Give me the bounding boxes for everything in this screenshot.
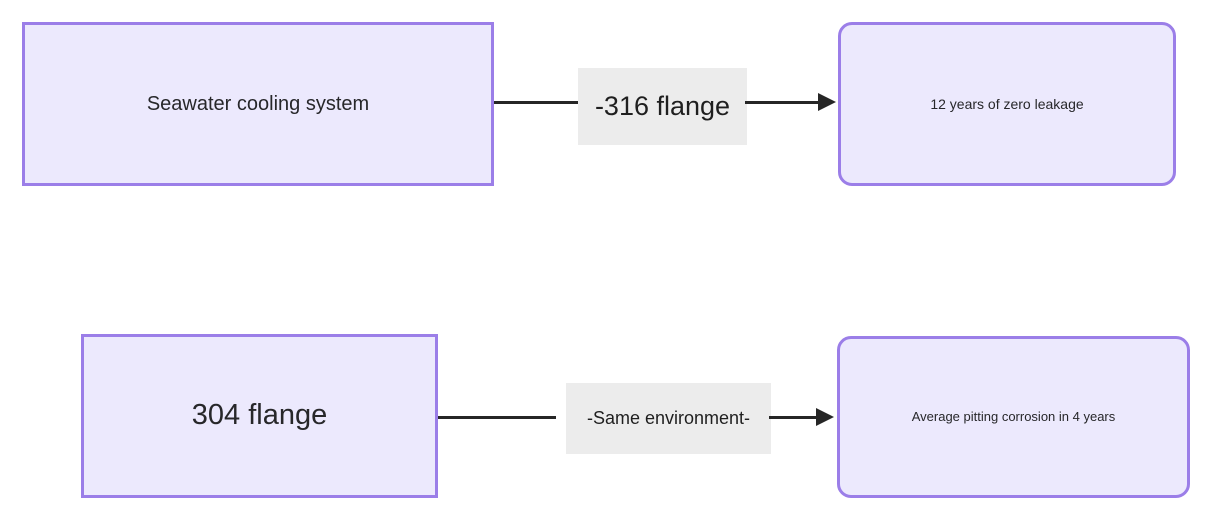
node-12-years-of-zero-leakage[interactable]: 12 years of zero leakage [838,22,1176,186]
edge-line-bottom-left-segment [438,416,556,419]
edge-line-top-left-segment [494,101,580,104]
node-304-flange[interactable]: 304 flange [81,334,438,498]
node-average-pitting-corrosion-in-4-years[interactable]: Average pitting corrosion in 4 years [837,336,1190,498]
edge-label-316-flange: -316 flange [578,68,747,145]
node-label: Average pitting corrosion in 4 years [911,408,1116,424]
edge-label-same-environment: -Same environment- [566,383,771,454]
node-label: Seawater cooling system [146,93,370,115]
edge-label-text: -316 flange [594,91,731,121]
edge-line-bottom-right-segment [769,416,817,419]
edge-line-top-right-segment [745,101,819,104]
arrowhead-right-icon-bottom [816,408,834,426]
node-seawater-cooling-system[interactable]: Seawater cooling system [22,22,494,186]
node-label: 12 years of zero leakage [930,95,1084,112]
node-label: 304 flange [191,399,328,432]
edge-label-text: -Same environment- [586,408,751,428]
arrowhead-right-icon-top [818,93,836,111]
